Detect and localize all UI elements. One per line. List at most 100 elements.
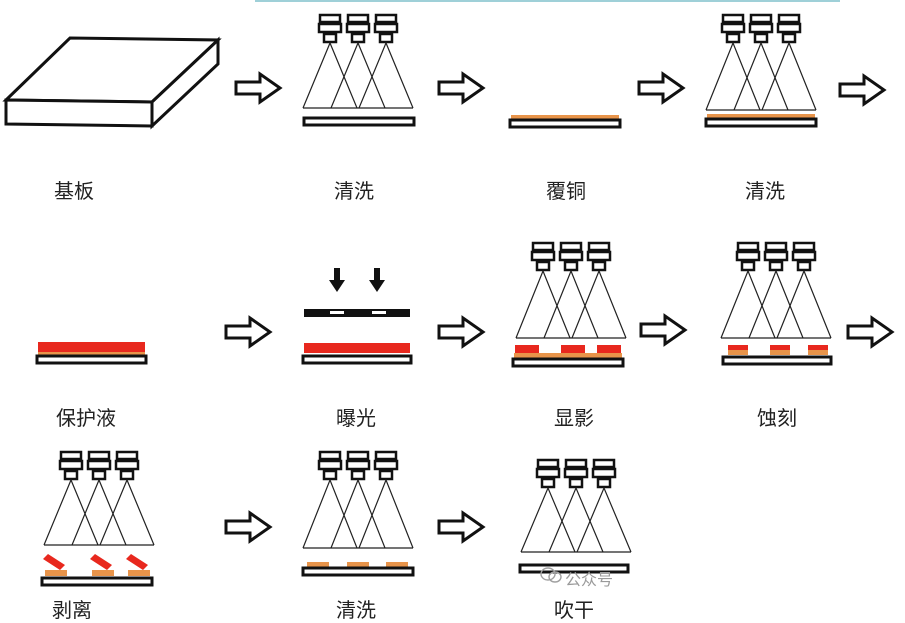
etch-spray-2 xyxy=(776,269,832,339)
etch-nozzle-tip-0 xyxy=(740,260,756,272)
etch-copper-1 xyxy=(770,350,790,355)
develop-copper xyxy=(514,353,622,358)
strip-flake-1 xyxy=(90,554,112,570)
etch-resist-2 xyxy=(808,345,828,350)
develop-resist-2 xyxy=(597,345,621,353)
develop-nozzle-tip-0 xyxy=(535,260,551,272)
top-accent-line xyxy=(255,0,840,2)
develop-nozzle-cap-0 xyxy=(531,241,555,252)
clean1-nozzle-cap-1 xyxy=(346,13,370,24)
strip-flake-0 xyxy=(43,554,65,570)
step-label-exposure: 曝光 xyxy=(336,406,376,430)
etch-copper-0 xyxy=(728,350,748,355)
exposure-arrow-2 xyxy=(369,268,385,292)
clean2-nozzle-tip-1 xyxy=(753,32,769,44)
arrow-3 xyxy=(637,71,686,105)
dry-spray-0 xyxy=(520,486,576,553)
dry-nozzle-tip-2 xyxy=(596,477,612,489)
clean3-copper-0 xyxy=(307,562,329,568)
clean3-nozzle-tip-1 xyxy=(350,469,366,481)
develop-spray-2 xyxy=(571,269,627,339)
clean3-nozzle-mid-1 xyxy=(345,459,371,471)
clean1-board xyxy=(302,116,416,127)
clean3-nozzle-tip-2 xyxy=(378,469,394,481)
dry-nozzle-mid-2 xyxy=(591,467,617,479)
clean2-nozzle-mid-0 xyxy=(720,22,746,34)
watermark-text: 公众号 xyxy=(565,570,614,589)
strip-spray-1 xyxy=(71,478,127,546)
clean1-spray-2 xyxy=(358,41,414,109)
clean1-nozzle-cap-2 xyxy=(374,13,398,24)
develop-spray-1 xyxy=(543,269,599,339)
dry-nozzle-tip-0 xyxy=(540,477,556,489)
clean1-nozzle-mid-0 xyxy=(317,22,343,34)
develop-nozzle-tip-1 xyxy=(563,260,579,272)
photomask xyxy=(304,309,410,317)
strip-copper-0 xyxy=(45,570,67,576)
etch-nozzle-mid-2 xyxy=(791,250,817,262)
dry-nozzle-mid-0 xyxy=(535,467,561,479)
dry-nozzle-cap-2 xyxy=(592,458,616,469)
strip-spray-2 xyxy=(99,478,155,546)
etch-nozzle-mid-0 xyxy=(735,250,761,262)
clean2-nozzle-cap-1 xyxy=(749,13,773,24)
etch-nozzle-cap-1 xyxy=(764,241,788,252)
develop-resist-1 xyxy=(561,345,585,353)
clean1-spray-1 xyxy=(330,41,386,109)
step-label-strip: 剥离 xyxy=(52,598,92,622)
clean3-nozzle-mid-2 xyxy=(373,459,399,471)
clean3-nozzle-cap-2 xyxy=(374,450,398,461)
clean1-nozzle-mid-2 xyxy=(373,22,399,34)
step-label-substrate: 基板 xyxy=(54,179,94,203)
clean3-copper-1 xyxy=(347,562,369,568)
copper-board xyxy=(508,118,622,129)
arrow-1 xyxy=(234,71,283,105)
strip-copper-1 xyxy=(92,570,114,576)
strip-nozzle-tip-2 xyxy=(119,469,135,481)
arrow-4 xyxy=(838,73,887,107)
exposure-arrow-1 xyxy=(329,268,345,292)
copper-layer xyxy=(511,115,619,120)
clean2-spray-0 xyxy=(705,41,761,111)
strip-nozzle-tip-1 xyxy=(91,469,107,481)
clean2-copper xyxy=(707,114,815,119)
clean3-nozzle-mid-0 xyxy=(317,459,343,471)
strip-board xyxy=(40,576,154,587)
clean2-nozzle-mid-2 xyxy=(776,22,802,34)
dry-spray-1 xyxy=(548,486,604,553)
etch-nozzle-cap-0 xyxy=(736,241,760,252)
etch-copper-2 xyxy=(808,350,828,355)
arrow-8 xyxy=(846,315,895,349)
strip-nozzle-cap-0 xyxy=(59,450,83,461)
clean3-nozzle-cap-1 xyxy=(346,450,370,461)
develop-spray-0 xyxy=(515,269,571,339)
arrow-6 xyxy=(437,315,486,349)
strip-nozzle-mid-1 xyxy=(86,459,112,471)
clean2-nozzle-tip-2 xyxy=(781,32,797,44)
clean2-board xyxy=(704,117,818,128)
strip-nozzle-cap-1 xyxy=(87,450,111,461)
clean3-spray-0 xyxy=(302,478,358,549)
clean3-nozzle-cap-0 xyxy=(318,450,342,461)
clean3-copper-2 xyxy=(386,562,408,568)
dry-spray-2 xyxy=(576,486,632,553)
arrow-5 xyxy=(224,315,273,349)
etch-nozzle-cap-2 xyxy=(792,241,816,252)
develop-nozzle-cap-1 xyxy=(559,241,583,252)
step-label-etch: 蚀刻 xyxy=(757,406,797,430)
etch-resist-0 xyxy=(728,345,748,350)
clean1-nozzle-tip-1 xyxy=(350,32,366,44)
clean1-nozzle-cap-0 xyxy=(318,13,342,24)
etch-nozzle-mid-1 xyxy=(763,250,789,262)
wechat-icon xyxy=(540,567,562,583)
dry-board xyxy=(518,563,630,574)
clean3-nozzle-tip-0 xyxy=(322,469,338,481)
clean2-spray-2 xyxy=(761,41,817,111)
strip-nozzle-mid-0 xyxy=(58,459,84,471)
step-label-clean-3: 清洗 xyxy=(336,598,376,622)
develop-nozzle-mid-2 xyxy=(586,250,612,262)
etch-nozzle-tip-2 xyxy=(796,260,812,272)
dry-nozzle-tip-1 xyxy=(568,477,584,489)
